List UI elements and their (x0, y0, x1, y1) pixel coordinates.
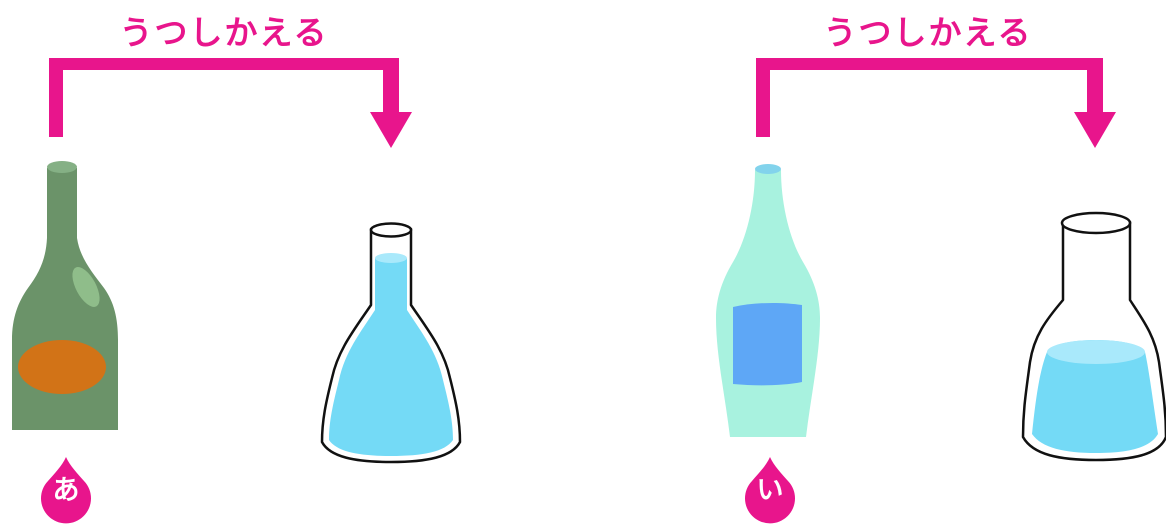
marker-drop-i (744, 457, 795, 524)
transfer-label-left: うつしかえる (119, 13, 329, 52)
dark-green-wine-bottle-icon (12, 161, 118, 430)
light-green-bottle-with-blue-label-icon (716, 164, 820, 437)
transfer-arrow-left (49, 58, 412, 148)
transfer-label-right: うつしかえる (823, 13, 1033, 52)
marker-label-a: あ (52, 475, 80, 506)
transfer-arrow-right (756, 58, 1116, 148)
marker-drop-a (40, 457, 91, 524)
marker-label-i: い (756, 475, 784, 506)
narrow-neck-flask-with-blue-liquid-icon (320, 222, 462, 464)
wide-neck-flask-with-blue-liquid-icon (1021, 211, 1166, 462)
